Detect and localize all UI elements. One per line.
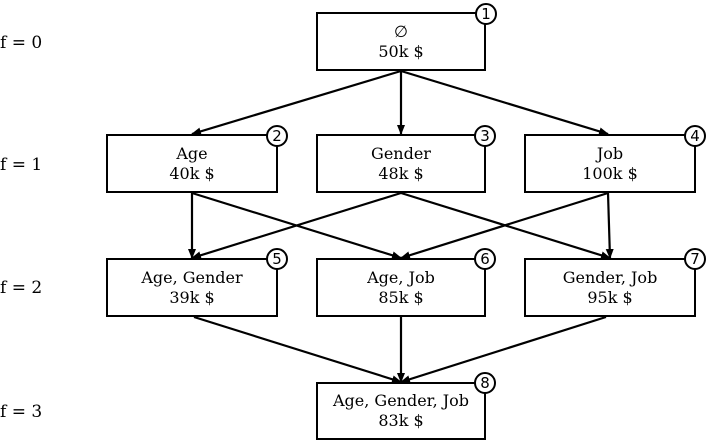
- node-value: 48k $: [378, 163, 424, 183]
- node-feature-set: Age, Job: [367, 267, 435, 287]
- node-feature-set: Gender, Job: [562, 267, 658, 287]
- level-label-f0: f = 0: [0, 33, 43, 53]
- node-number-badge: 4: [684, 125, 706, 147]
- node-value: 100k $: [582, 163, 638, 183]
- node-value: 40k $: [169, 163, 215, 183]
- node-number-badge: 1: [475, 3, 497, 25]
- node-feature-set: Job: [596, 143, 624, 163]
- node-job: Job 100k $: [524, 134, 696, 193]
- edge-arrow: [400, 191, 609, 260]
- node-number-badge: 7: [684, 248, 706, 270]
- node-value: 83k $: [378, 411, 424, 430]
- edge-arrow: [400, 69, 609, 136]
- edges-layer: [188, 69, 614, 384]
- node-number-badge: 3: [474, 125, 496, 147]
- edge-arrow: [193, 315, 402, 384]
- level-label-f1: f = 1: [0, 155, 43, 175]
- node-feature-set: Gender: [371, 143, 431, 163]
- node-value: 95k $: [587, 287, 633, 307]
- node-feature-set: Age, Gender, Job: [332, 391, 470, 410]
- node-number-badge: 8: [474, 372, 496, 394]
- node-gender-job: Gender, Job 95k $: [524, 258, 696, 317]
- node-gender: Gender 48k $: [316, 134, 486, 193]
- node-feature-set: Age: [176, 143, 208, 163]
- node-value: 50k $: [378, 41, 424, 61]
- edge-arrow: [605, 192, 614, 259]
- node-feature-set: ∅: [394, 21, 408, 41]
- node-number-badge: 5: [266, 248, 288, 270]
- node-number-badge: 6: [474, 248, 496, 270]
- node-number-badge: 2: [266, 125, 288, 147]
- node-feature-set: Age, Gender: [141, 267, 243, 287]
- node-age: Age 40k $: [106, 134, 278, 193]
- node-age-gender: Age, Gender 39k $: [106, 258, 278, 317]
- level-label-f3: f = 3: [0, 402, 43, 422]
- node-value: 39k $: [169, 287, 215, 307]
- node-age-job: Age, Job 85k $: [316, 258, 486, 317]
- node-empty-set: ∅ 50k $: [316, 12, 486, 71]
- edge-arrow: [400, 315, 607, 384]
- edge-arrow: [191, 191, 402, 260]
- edge-arrow: [191, 69, 402, 136]
- node-age-gender-job: Age, Gender, Job 83k $: [316, 382, 486, 440]
- level-label-f2: f = 2: [0, 278, 43, 298]
- node-value: 85k $: [378, 287, 424, 307]
